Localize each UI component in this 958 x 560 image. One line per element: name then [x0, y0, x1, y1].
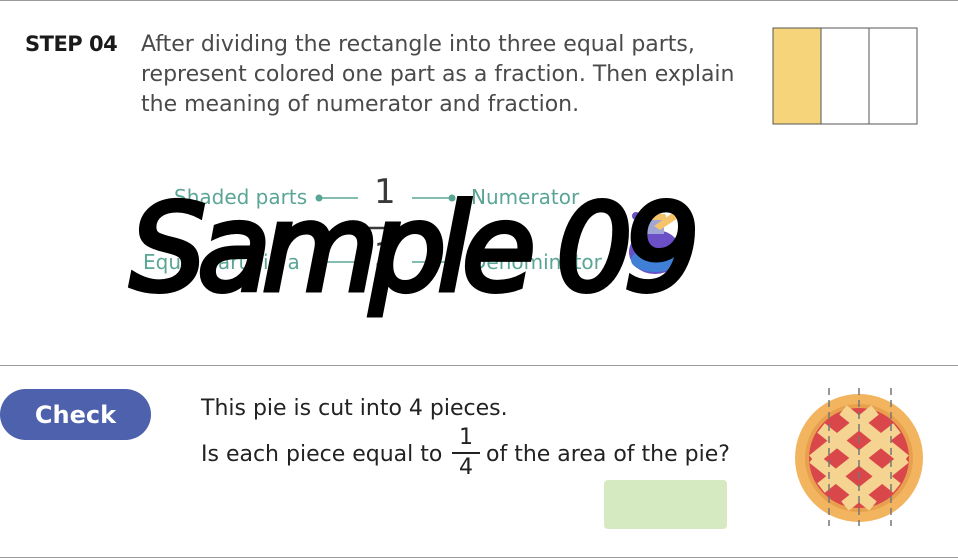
- question-line-2-end: of the area of the pie?: [486, 442, 730, 467]
- section-divider: [0, 365, 958, 366]
- potion-flask-icon: [629, 212, 681, 274]
- fraction-denominator: 3: [374, 236, 396, 276]
- answer-input-box[interactable]: [604, 480, 727, 529]
- numerator-label: Numerator: [471, 185, 580, 209]
- shaded-part: [772, 27, 822, 125]
- equal-parts-label: Equal parts in a: [143, 250, 300, 274]
- step-label: STEP 04: [25, 32, 118, 56]
- question-fraction-numerator: 1: [459, 425, 473, 450]
- fraction-numerator: 1: [374, 172, 396, 212]
- unshaded-part: [868, 27, 918, 125]
- unshaded-part: [820, 27, 870, 125]
- question-fraction-denominator: 4: [459, 455, 473, 480]
- watermark-text: Sample 09: [130, 180, 700, 319]
- shaded-parts-label: Shaded parts: [174, 185, 308, 209]
- bottom-divider: [0, 557, 958, 558]
- step-prompt: After dividing the rectangle into three …: [141, 32, 735, 117]
- rectangle-thirds-figure: [772, 27, 918, 125]
- question-line-1: This pie is cut into 4 pieces.: [201, 396, 508, 421]
- question-line-2: Is each piece equal to: [201, 442, 443, 467]
- connector-lines: [315, 194, 456, 266]
- fraction-diagram: Shaded parts Equal parts in a Numerator …: [0, 140, 958, 340]
- fraction-bar: [452, 452, 480, 454]
- denominator-label: Denominator: [471, 250, 602, 274]
- sample-watermark: Sample 09: [128, 178, 703, 322]
- check-button[interactable]: Check: [0, 389, 151, 440]
- question-fraction: 1 4: [452, 425, 480, 481]
- pie-icon: [795, 388, 923, 526]
- top-divider: [0, 0, 958, 1]
